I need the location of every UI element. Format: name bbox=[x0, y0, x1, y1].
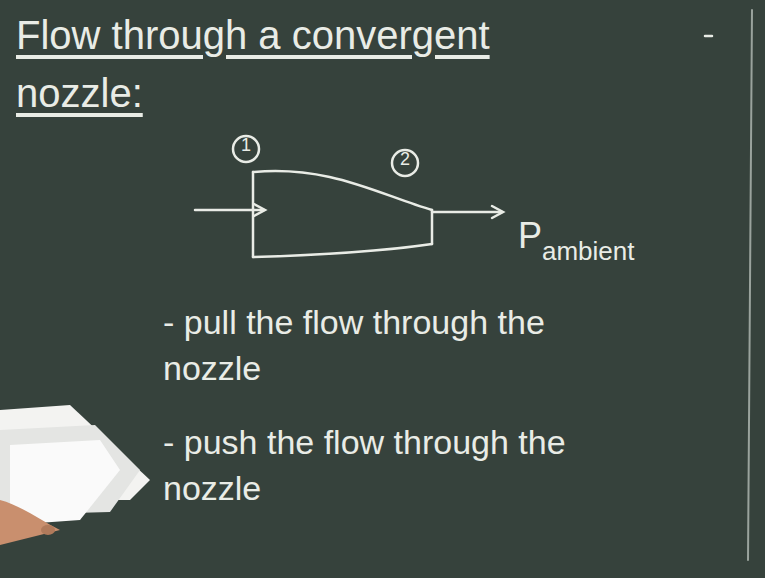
station-circle bbox=[392, 150, 418, 176]
nozzle-inlet bbox=[252, 172, 255, 257]
flow-arrow-out bbox=[432, 211, 502, 214]
arrowhead bbox=[492, 206, 503, 218]
pressure-subscript: ambient bbox=[542, 236, 635, 267]
pressure-symbol: P bbox=[518, 214, 542, 257]
hand-with-papers bbox=[0, 405, 150, 545]
arrowhead bbox=[254, 204, 265, 216]
nozzle-exit bbox=[431, 210, 434, 244]
station-circle bbox=[233, 136, 259, 162]
bullet-note: - push the flow through the nozzle bbox=[163, 420, 643, 512]
nozzle-wall-bottom bbox=[253, 244, 432, 257]
title: Flow through a convergent nozzle: bbox=[16, 6, 576, 122]
flow-arrow-in bbox=[195, 209, 264, 212]
bullet-note: - pull the flow through the nozzle bbox=[163, 300, 643, 392]
station-number: 2 bbox=[397, 149, 413, 171]
board-edge bbox=[748, 10, 752, 560]
chalk-mark bbox=[705, 35, 712, 38]
station-number: 1 bbox=[238, 135, 254, 157]
